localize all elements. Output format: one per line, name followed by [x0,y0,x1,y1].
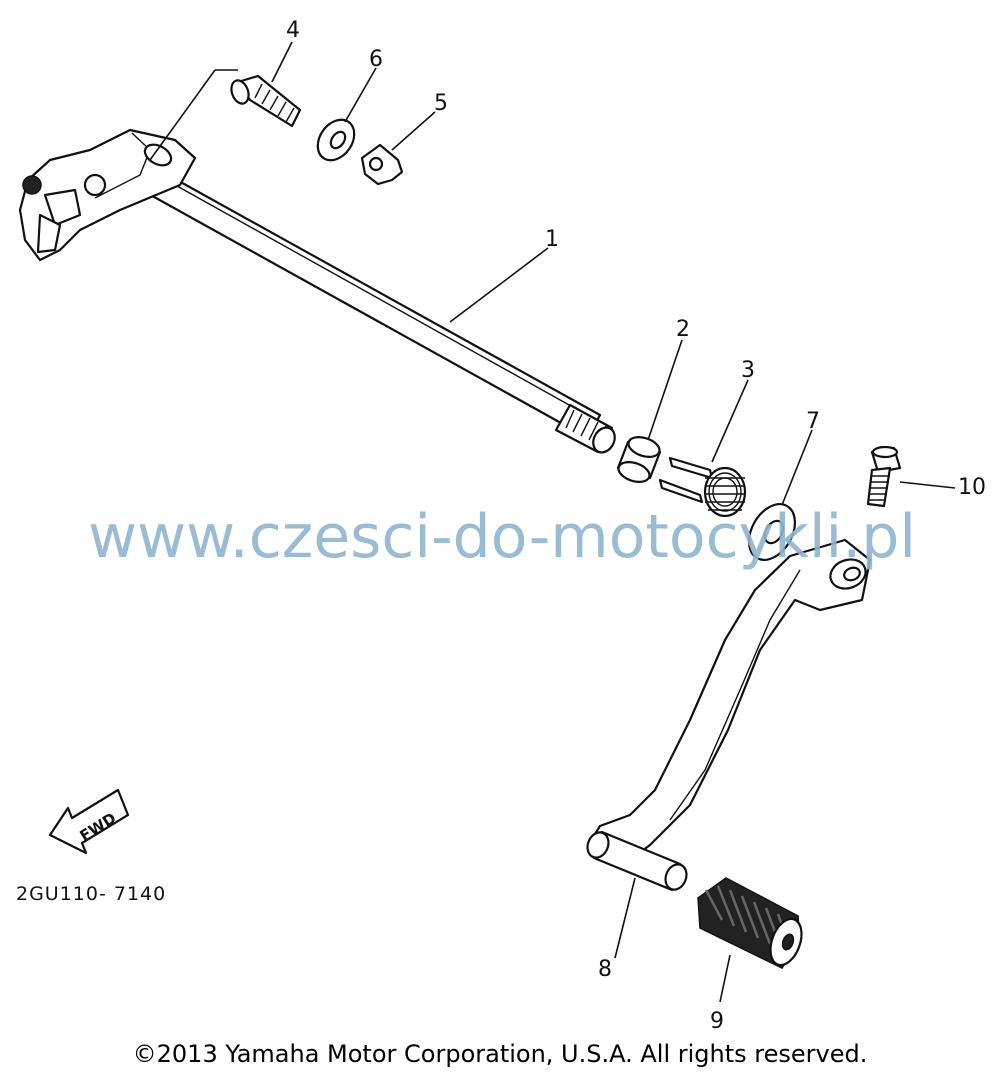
spring-part-3 [658,379,749,518]
collar-part-2 [616,339,683,483]
callout-1: 1 [545,227,559,252]
callout-9: 9 [710,1009,724,1034]
shift-lever-part-8 [586,538,872,959]
shift-shaft-part-1 [18,69,616,454]
callout-6: 6 [369,47,383,72]
washer-part-7 [747,429,813,561]
washer-part-6 [316,67,377,162]
callout-7: 7 [806,409,820,434]
forward-arrow-icon: FWD [48,788,130,855]
callout-10: 10 [958,475,986,500]
callout-4: 4 [286,18,300,43]
leader-part-1 [449,247,549,323]
callout-5: 5 [434,91,448,116]
bolt-part-10 [866,445,956,508]
bolt-part-4 [230,41,302,128]
pedal-rubber-part-9 [697,877,803,1003]
circlip-part-5 [360,111,436,186]
drawing-code: 2GU110- 7140 [16,883,166,905]
callout-3: 3 [741,358,755,383]
callout-8: 8 [598,957,612,982]
callout-2: 2 [676,317,690,342]
copyright-text: ©2013 Yamaha Motor Corporation, U.S.A. A… [132,1040,868,1068]
